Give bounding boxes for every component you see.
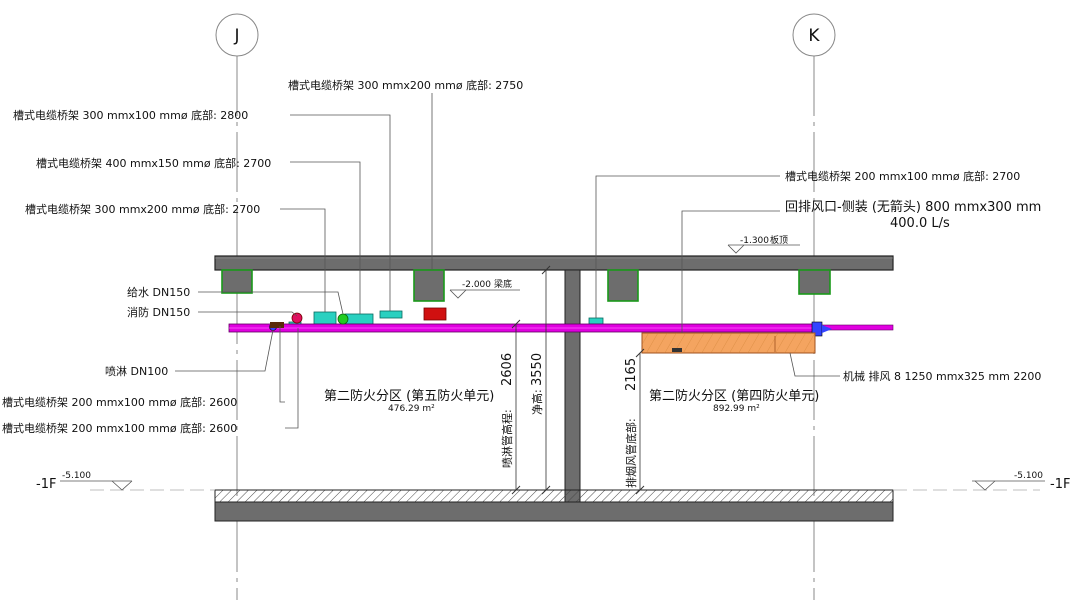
tag-tray-200-a: 槽式电缆桥架 200 mmx100 mmø 底部: 2600 <box>2 395 237 409</box>
dimension-lines <box>511 265 645 495</box>
water-pipe <box>337 313 349 325</box>
tag-tray-300x100: 槽式电缆桥架 300 mmx100 mmø 底部: 2800 <box>13 108 248 122</box>
level-marker-left: -1F -5.100 <box>36 471 133 492</box>
zone-right-name: 第二防火分区 (第四防火单元) <box>649 388 819 404</box>
beam <box>221 269 253 294</box>
beam <box>413 269 445 302</box>
dim-clear-label-wrap: 净高: <box>530 389 544 415</box>
level-name-right: -1F <box>1050 477 1070 492</box>
grid-bubble-k <box>792 13 836 57</box>
grid-bubble-j <box>215 13 259 57</box>
dim-sprinkler-value: 2606 <box>500 353 515 386</box>
beam <box>607 269 639 302</box>
dim-duct-label: 排烟风管底部: <box>624 418 638 488</box>
central-column <box>564 269 581 503</box>
tag-exhaust-flow: 400.0 L/s <box>890 216 950 231</box>
cable-tray <box>588 317 604 325</box>
tag-tray-300x200-top: 槽式电缆桥架 300 mmx200 mmø 底部: 2750 <box>288 78 523 92</box>
tag-tray-200-b: 槽式电缆桥架 200 mmx100 mmø 底部: 2600 <box>2 421 237 435</box>
level-elev-left: -5.100 <box>62 471 91 481</box>
fire-pipe <box>291 312 303 324</box>
main-pipe <box>228 323 894 333</box>
leaders <box>175 93 840 429</box>
zone-left-area: 476.29 m² <box>388 404 435 414</box>
zone-left-name: 第二防火分区 (第五防火单元) <box>324 388 494 404</box>
tag-tray-300x200-left: 槽式电缆桥架 300 mmx200 mmø 底部: 2700 <box>25 202 260 216</box>
dim-clear-label: 净高: <box>530 389 544 415</box>
beam-label: 梁底 <box>494 278 512 290</box>
dim-duct-value-wrap: 2165 <box>624 358 639 391</box>
beam-elevation-marker: -2.000 梁底 <box>449 278 520 299</box>
beams <box>221 269 831 302</box>
tag-water: 给水 DN150 <box>127 286 190 299</box>
dim-duct-label-wrap: 排烟风管底部: <box>624 418 638 488</box>
equipment-box <box>423 307 447 321</box>
tag-exhaust-outlet: 回排风口-侧装 (无箭头) 800 mmx300 mm <box>785 199 1041 215</box>
tag-fire: 消防 DN150 <box>127 305 190 319</box>
slab-elev: -1.300 <box>740 236 769 246</box>
slab-label: 板顶 <box>770 234 788 246</box>
tag-tray-400x150: 槽式电缆桥架 400 mmx150 mmø 底部: 2700 <box>36 156 271 170</box>
zone-right-area: 892.99 m² <box>713 404 760 414</box>
cable-tray <box>313 311 337 325</box>
cable-tray <box>344 313 374 325</box>
dim-clear-value-wrap: 3550 <box>530 353 545 386</box>
grid-label-k: K <box>808 26 820 46</box>
top-slab <box>214 255 894 271</box>
cable-tray <box>379 310 403 319</box>
dim-sprinkler: 喷淋管高程: <box>500 409 514 468</box>
level-name-left: -1F <box>36 477 56 492</box>
tag-sprinkler: 喷淋 DN100 <box>105 365 168 378</box>
beam <box>798 269 831 295</box>
floor-slab <box>214 489 894 522</box>
dim-sprinkler-label: 喷淋管高程: <box>500 409 514 468</box>
dim-duct-value: 2165 <box>624 358 639 391</box>
tag-tray-200-right: 槽式电缆桥架 200 mmx100 mmø 底部: 2700 <box>785 169 1020 183</box>
dim-clear-value: 3550 <box>530 353 545 386</box>
level-marker-right: -1F -5.100 <box>972 471 1070 492</box>
dim-sprinkler-value-wrap: 2606 <box>500 353 515 386</box>
slab-elevation-marker: -1.300 板顶 <box>727 234 800 254</box>
small-fitting <box>270 322 284 328</box>
pipe-valve <box>811 321 832 337</box>
grid-label-j: J <box>233 26 239 46</box>
exhaust-duct <box>641 332 816 354</box>
beam-elev: -2.000 <box>462 280 491 290</box>
level-elev-right: -5.100 <box>1014 471 1043 481</box>
tag-mech-duct: 机械 排风 8 1250 mmx325 mm 2200 <box>843 369 1041 383</box>
